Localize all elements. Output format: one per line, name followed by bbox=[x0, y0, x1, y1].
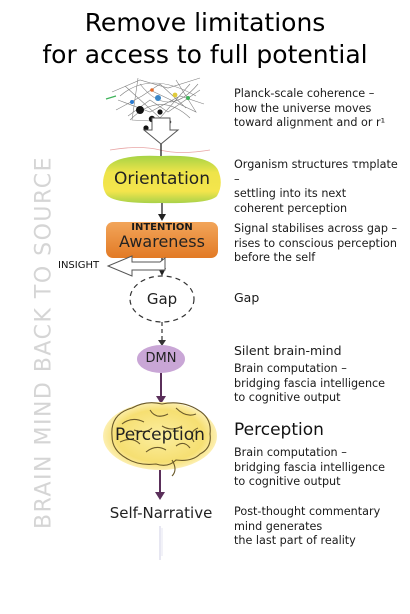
orientation-line-1: Organism structures τmplate – bbox=[234, 158, 398, 186]
orientation-line-3: coherent perception bbox=[234, 201, 348, 215]
awareness-line-1: Signal stabilises across gap – bbox=[234, 222, 398, 235]
perception-description: Brain computation – bridging fascia inte… bbox=[234, 446, 404, 490]
self-narrative-line-1: Post-thought commentary bbox=[234, 505, 381, 518]
gap-description: Gap bbox=[234, 290, 260, 305]
planck-line-2: how the universe moves bbox=[234, 101, 372, 115]
orientation-node bbox=[103, 155, 221, 204]
dmn-node bbox=[137, 345, 185, 373]
perception-heading: Perception bbox=[234, 420, 324, 440]
dmn-line-3: to cognitive output bbox=[234, 391, 341, 404]
awareness-node bbox=[106, 222, 218, 258]
perception-label: Perception bbox=[115, 425, 205, 445]
dmn-description: Brain computation – bridging fascia inte… bbox=[234, 362, 404, 406]
title-line-1: Remove limitations bbox=[84, 8, 326, 37]
perception-line-3: to cognitive output bbox=[234, 475, 341, 488]
gap-label: Gap bbox=[146, 290, 178, 308]
dmn-label: DMN bbox=[145, 351, 177, 366]
self-narrative-line-3: the last part of reality bbox=[234, 534, 356, 547]
dmn-line-1: Brain computation – bbox=[234, 362, 347, 375]
insight-arrow bbox=[106, 255, 166, 277]
orientation-label: Orientation bbox=[114, 169, 210, 189]
self-narrative-label: Self-Narrative bbox=[109, 504, 213, 522]
intention-label: INTENTION bbox=[131, 222, 193, 233]
insight-label: INSIGHT bbox=[58, 260, 100, 271]
planck-line-1: Planck-scale coherence – bbox=[234, 87, 375, 100]
title-line-2: for access to full potential bbox=[42, 40, 368, 69]
self-narrative-line-2: mind generates bbox=[234, 519, 323, 533]
self-narrative-description: Post-thought commentary mind generates t… bbox=[234, 505, 404, 549]
awareness-line-3: before the self bbox=[234, 251, 316, 264]
perception-line-1: Brain computation – bbox=[234, 446, 347, 459]
perception-node bbox=[103, 402, 217, 470]
planck-hollow-arrow bbox=[142, 117, 180, 145]
awareness-description: Signal stabilises across gap – rises to … bbox=[234, 222, 404, 266]
perception-line-2: bridging fascia intelligence bbox=[234, 460, 386, 474]
awareness-label: Awareness bbox=[119, 232, 205, 251]
planck-description: Planck-scale coherence – how the univers… bbox=[234, 87, 404, 131]
awareness-line-2: rises to conscious perception bbox=[234, 236, 397, 250]
gap-node bbox=[129, 275, 195, 323]
brain-icon bbox=[111, 402, 211, 477]
planck-line-3: toward alignment and or r¹ bbox=[234, 116, 386, 129]
dmn-heading: Silent brain-mind bbox=[234, 343, 342, 358]
orientation-description: Organism structures τmplate – settling i… bbox=[234, 158, 404, 216]
orientation-line-2: settling into its next bbox=[234, 187, 347, 200]
dmn-line-2: bridging fascia intelligence bbox=[234, 376, 386, 390]
